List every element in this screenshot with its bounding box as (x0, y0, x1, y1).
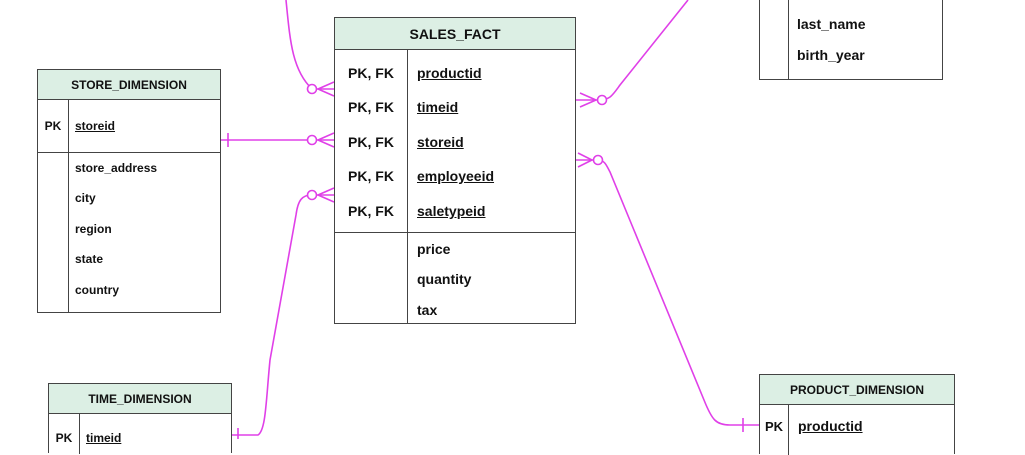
attribute-row[interactable]: birth_year (760, 44, 942, 66)
attribute-row[interactable]: last_name (760, 13, 942, 35)
attribute-section: last_name birth_year (760, 0, 942, 80)
relationship-lines (221, 0, 759, 439)
attribute-name: region (75, 222, 112, 236)
entity-title: STORE_DIMENSION (38, 70, 220, 100)
key-row-timeid[interactable]: PK timeid (49, 426, 231, 450)
key-marker: PK (55, 431, 73, 445)
rel-zero-marker (306, 189, 318, 201)
rel-line-time (232, 194, 334, 436)
key-section: PK, FK productid PK, FK timeid PK, FK st… (335, 50, 575, 232)
rel-crowfoot (579, 92, 597, 108)
rel-zero-marker (306, 134, 318, 146)
key-row-employeeid[interactable]: PK, FK employeeid (335, 163, 575, 189)
key-row-productid[interactable]: PK, FK productid (335, 60, 575, 86)
rel-line-employee (576, 0, 689, 101)
rel-line-product (576, 159, 759, 426)
key-field-name: storeid (75, 119, 116, 133)
attribute-name: birth_year (797, 47, 865, 63)
attribute-name: price (417, 241, 451, 257)
key-field-name: timeid (86, 431, 122, 445)
rel-crowfoot (317, 132, 335, 148)
attribute-name: last_name (797, 16, 866, 32)
key-row-storeid[interactable]: PK, FK storeid (335, 129, 575, 155)
rel-crowfoot (577, 152, 593, 168)
key-field-name: productid (798, 418, 863, 434)
column-divider (788, 0, 789, 80)
key-field-name: productid (417, 65, 482, 81)
key-field-name: saletypeid (417, 203, 486, 219)
entity-sales-fact[interactable]: SALES_FACT PK, FK productid PK, FK timei… (334, 17, 576, 324)
rel-zero-marker (596, 94, 608, 106)
entity-title: PRODUCT_DIMENSION (760, 375, 954, 405)
attribute-name: tax (417, 302, 438, 318)
entity-product-dimension[interactable]: PRODUCT_DIMENSION PK productid (759, 374, 955, 455)
key-marker: PK, FK (348, 134, 394, 150)
attribute-section: store_address city region state country (38, 152, 220, 312)
rel-crowfoot (317, 81, 335, 97)
key-marker: PK, FK (348, 99, 394, 115)
key-marker: PK (44, 119, 62, 133)
rel-crowfoot (317, 187, 335, 203)
column-divider (68, 100, 69, 152)
column-divider (68, 153, 69, 312)
column-divider (407, 50, 408, 232)
key-row-productid[interactable]: PK productid (760, 414, 954, 438)
attribute-row[interactable]: price (335, 237, 575, 261)
attribute-name: state (75, 252, 104, 266)
attribute-row[interactable]: region (38, 218, 220, 240)
rel-zero-marker (592, 154, 604, 166)
column-divider (407, 233, 408, 323)
key-field-name: employeeid (417, 168, 495, 184)
key-marker: PK, FK (348, 168, 394, 184)
attribute-row[interactable]: quantity (335, 267, 575, 291)
attribute-row[interactable]: state (38, 248, 220, 270)
key-section: PK timeid (49, 414, 231, 454)
entity-store-dimension[interactable]: STORE_DIMENSION PK storeid store_address… (37, 69, 221, 313)
key-marker: PK, FK (348, 65, 394, 81)
key-marker: PK (764, 418, 784, 434)
key-section: PK storeid (38, 100, 220, 152)
column-divider (79, 414, 80, 454)
key-row-storeid[interactable]: PK storeid (38, 114, 220, 138)
entity-title: SALES_FACT (335, 18, 575, 50)
rel-line-top-left (285, 0, 334, 90)
column-divider (788, 405, 789, 455)
key-row-saletypeid[interactable]: PK, FK saletypeid (335, 198, 575, 224)
key-row-timeid[interactable]: PK, FK timeid (335, 94, 575, 120)
rel-zero-marker (306, 83, 318, 95)
attribute-name: city (75, 191, 96, 205)
entity-title: TIME_DIMENSION (49, 384, 231, 414)
key-field-name: storeid (417, 134, 464, 150)
attribute-section: price quantity tax (335, 232, 575, 323)
er-diagram: STORE_DIMENSION PK storeid store_address… (37, 0, 955, 455)
attribute-row[interactable]: city (38, 187, 220, 209)
entity-time-dimension[interactable]: TIME_DIMENSION PK timeid (48, 383, 232, 454)
attribute-name: country (75, 283, 120, 297)
key-field-name: timeid (417, 99, 459, 115)
attribute-row[interactable]: store_address (38, 157, 220, 179)
key-section: PK productid (760, 405, 954, 455)
entity-employee-dimension-partial[interactable]: last_name birth_year (759, 0, 943, 80)
attribute-name: quantity (417, 271, 472, 287)
attribute-name: store_address (75, 161, 158, 175)
attribute-row[interactable]: country (38, 279, 220, 301)
attribute-row[interactable]: tax (335, 298, 575, 322)
key-marker: PK, FK (348, 203, 394, 219)
